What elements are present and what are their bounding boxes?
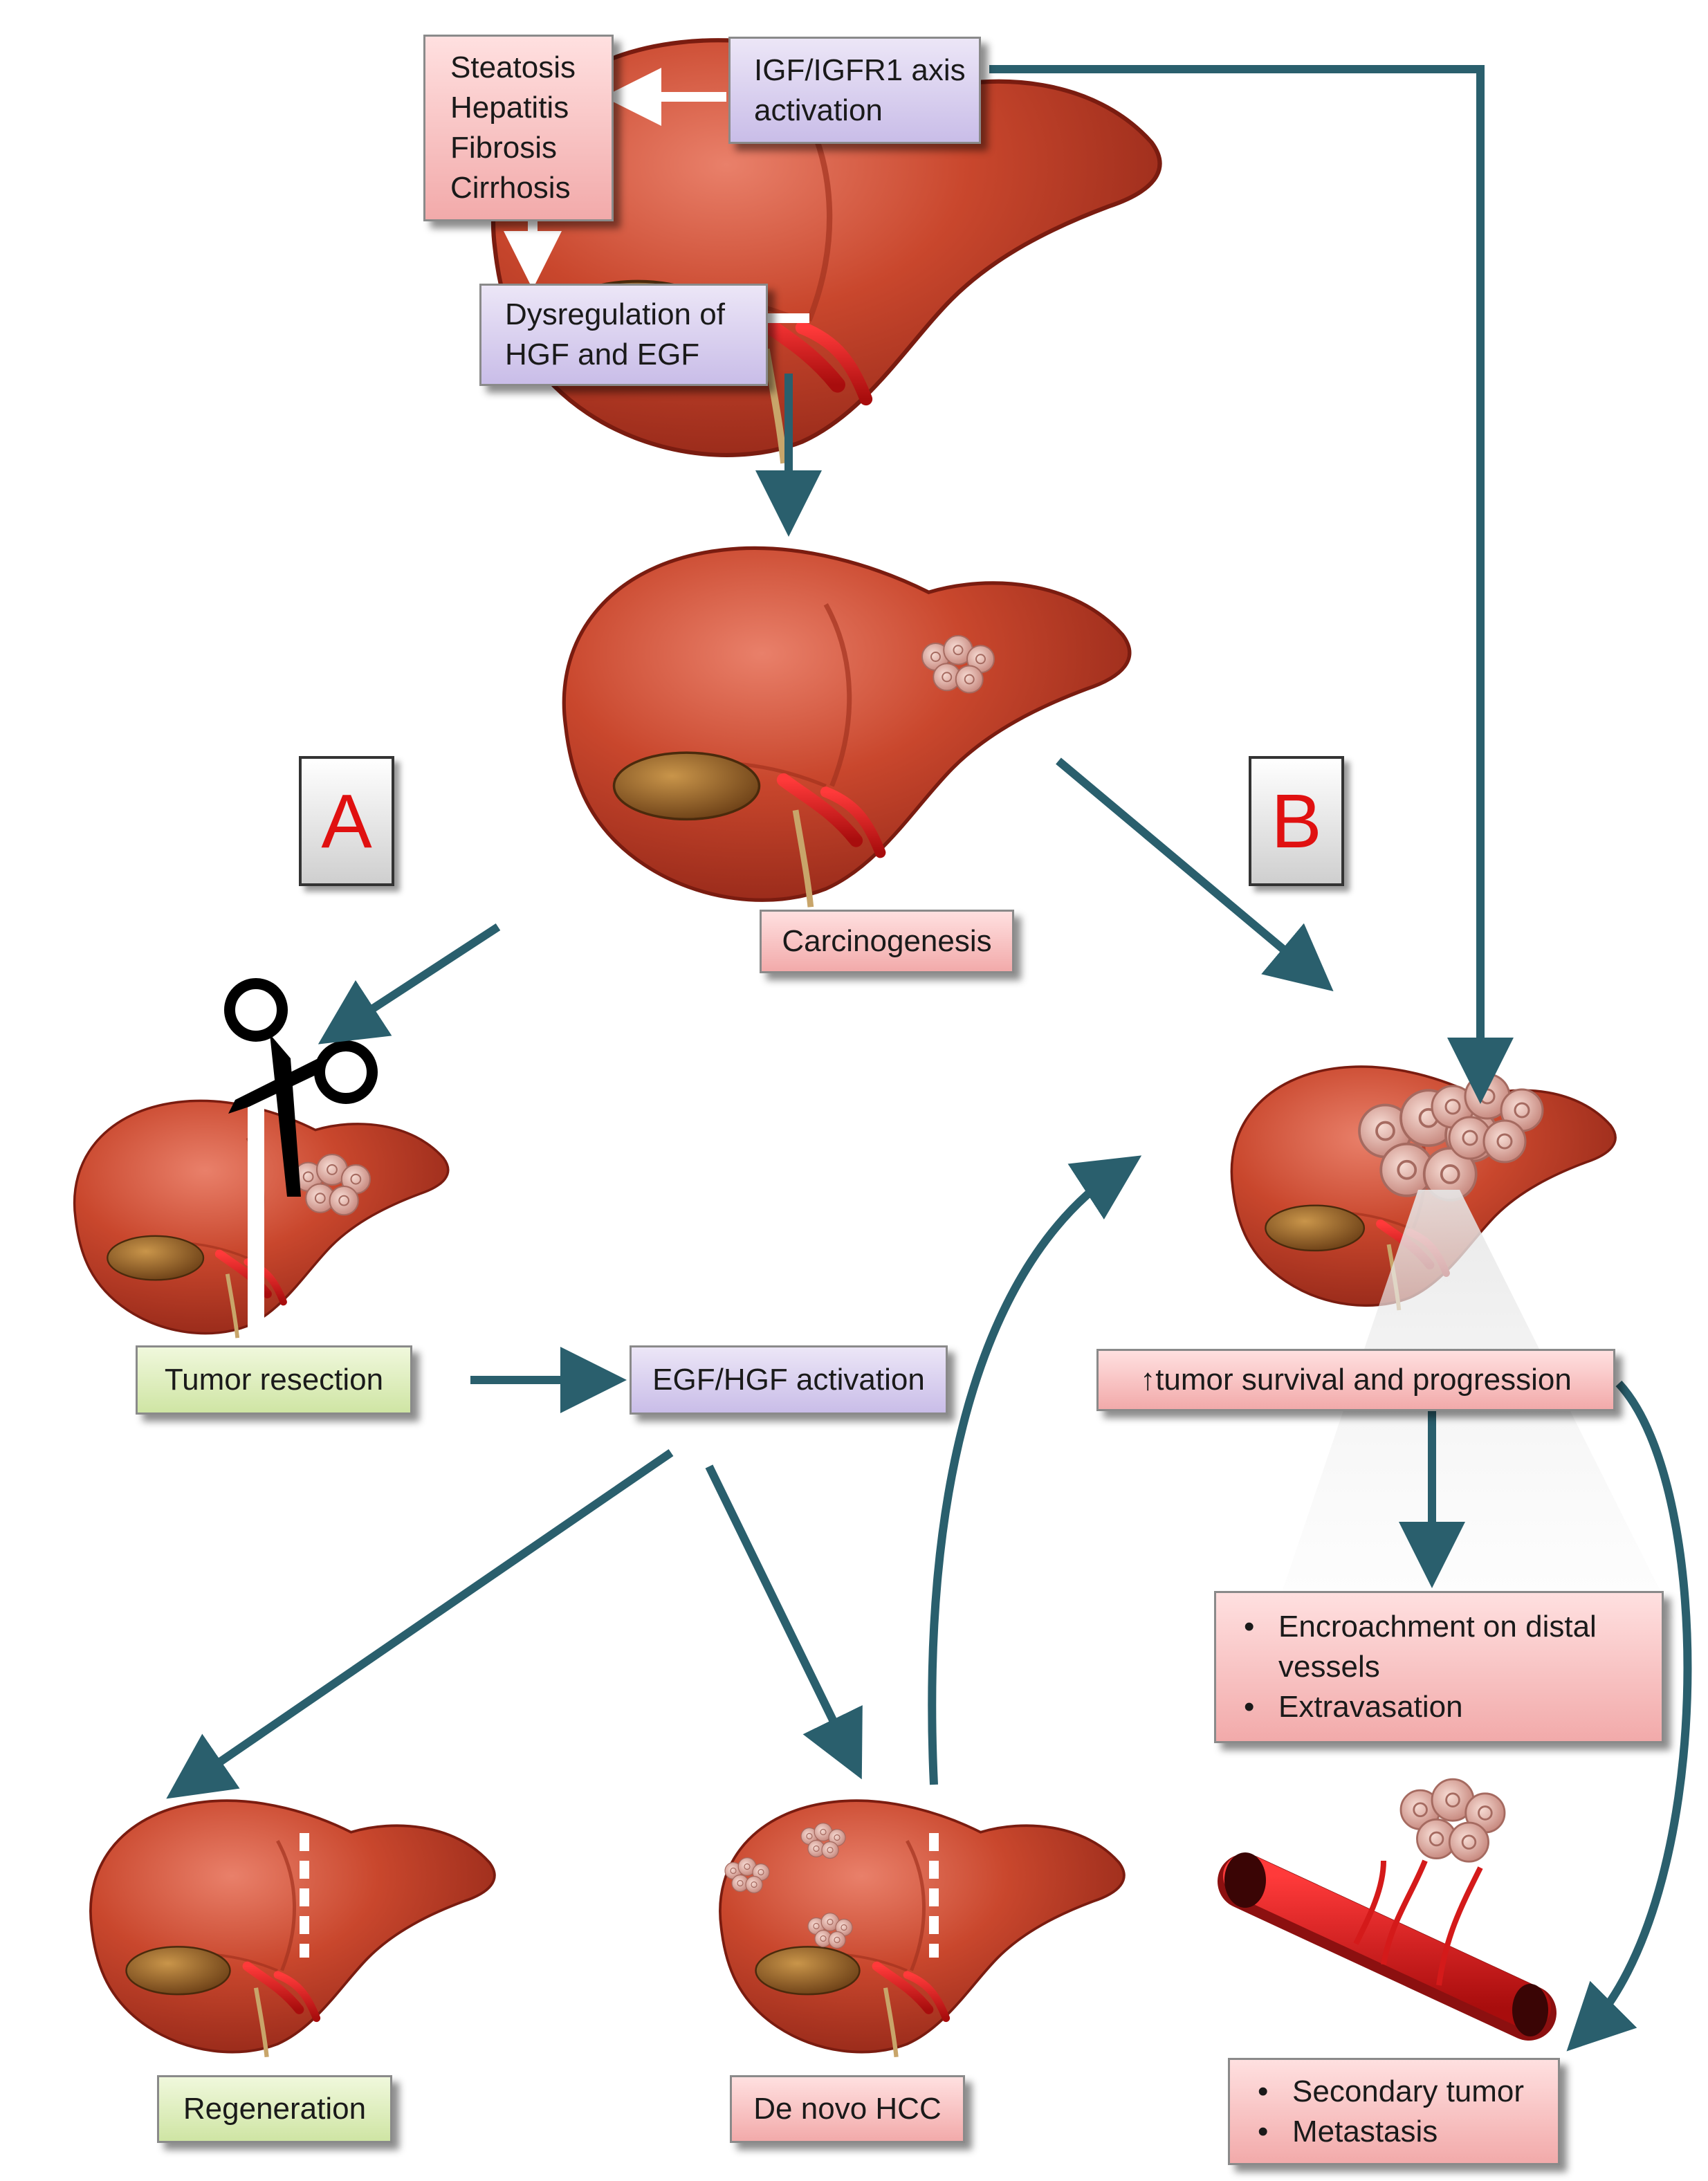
secondary-tumor-box: Secondary tumor Metastasis — [1228, 2058, 1560, 2165]
metastasis-vessel — [1218, 1779, 1557, 2041]
tumor-resection-label: Tumor resection — [136, 1345, 412, 1415]
tumor-survival-label: ↑tumor survival and progression — [1096, 1349, 1615, 1411]
condition-cirrhosis: Cirrhosis — [450, 171, 571, 205]
dysregulation-line1: Dysregulation of — [505, 297, 725, 331]
encroachment-box: Encroachment on distal vessels Extravasa… — [1214, 1591, 1664, 1743]
extravasation-item: Extravasation — [1244, 1687, 1662, 1727]
path-b-label: B — [1249, 756, 1344, 886]
carcinogenesis-label: Carcinogenesis — [760, 910, 1014, 973]
white-arrows — [504, 68, 809, 323]
dysregulation-box: Dysregulation of HGF and EGF — [479, 284, 768, 386]
liver-carcinogenesis — [564, 548, 1130, 907]
igf-activation-box: IGF/IGFR1 axis activation — [728, 37, 981, 144]
egf-hgf-activation-label: EGF/HGF activation — [630, 1345, 948, 1415]
dysregulation-line2: HGF and EGF — [505, 338, 700, 371]
scissors-icon — [224, 978, 378, 1197]
metastasis-tumor — [1401, 1779, 1505, 1861]
regeneration-label: Regeneration — [157, 2075, 392, 2143]
condition-box: Steatosis Hepatitis Fibrosis Cirrhosis — [423, 35, 614, 221]
igf-line1: IGF/IGFR1 axis — [754, 53, 966, 87]
flow-arrows — [166, 65, 1692, 2052]
condition-hepatitis: Hepatitis — [450, 91, 569, 125]
condition-fibrosis: Fibrosis — [450, 131, 558, 165]
condition-steatosis: Steatosis — [450, 50, 576, 84]
secondary-tumor-item: Secondary tumor — [1258, 2072, 1524, 2112]
metastasis-item: Metastasis — [1258, 2112, 1524, 2152]
de-novo-hcc-label: De novo HCC — [730, 2075, 965, 2143]
liver-regeneration — [91, 1801, 495, 2057]
path-a-label: A — [299, 756, 394, 886]
liver-de-novo — [720, 1801, 1124, 2057]
encroachment-item: Encroachment on distal vessels — [1244, 1607, 1662, 1687]
igf-line2: activation — [754, 93, 883, 127]
